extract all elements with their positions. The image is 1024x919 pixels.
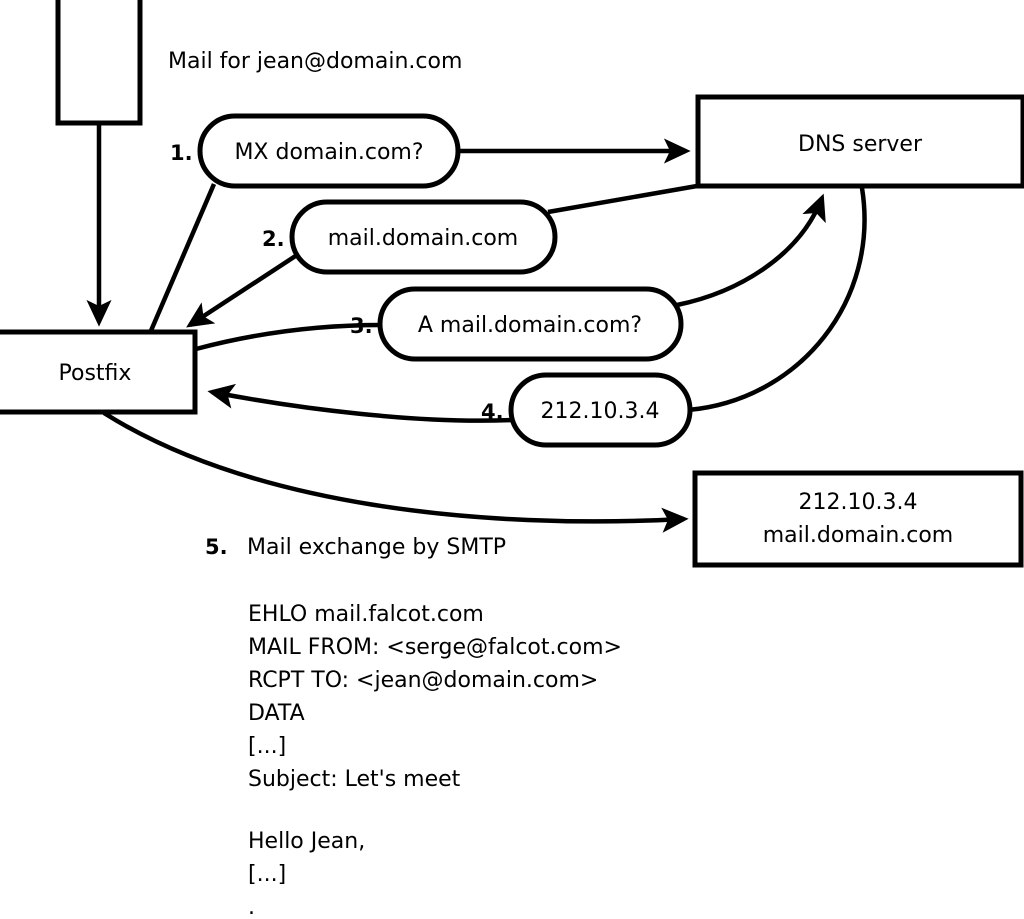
node-postfix-label: Postfix [59, 361, 132, 386]
bubble-step-3 [377, 286, 684, 362]
bubble-step-2 [289, 199, 558, 275]
node-dns-box [695, 94, 1024, 189]
node-mailserver-ip: 212.10.3.4 [799, 490, 918, 515]
transcript-line-9: . [248, 895, 255, 919]
bubble-step-4-label: 212.10.3.4 [541, 399, 660, 424]
transcript-line-1: MAIL FROM: <serge@falcot.com> [248, 635, 622, 660]
step-number-1: 1. [170, 141, 193, 165]
transcript-line-7: Hello Jean, [248, 829, 365, 854]
edge-dns-to-bubble4 [687, 187, 867, 413]
bubble-step-1-label: MX domain.com? [234, 140, 423, 165]
transcript-line-2: RCPT TO: <jean@domain.com> [248, 668, 598, 693]
node-mailserver-box [692, 470, 1024, 568]
step-number-2: 2. [262, 227, 285, 251]
transcript-line-3: DATA [248, 701, 305, 726]
bubble-step-3-label: A mail.domain.com? [418, 313, 642, 338]
bubble-step-4 [508, 372, 693, 448]
step-number-5: 5. [205, 535, 228, 559]
bubble-step-2-label: mail.domain.com [328, 226, 519, 251]
edge-postfix-to-mailserver [102, 411, 689, 533]
edge-postfix-to-bubble3 [195, 322, 382, 352]
edge-postfix-to-bubble1 [147, 183, 217, 334]
node-sender-box [55, 0, 143, 126]
bubble-step-1 [197, 113, 461, 189]
node-postfix-box [0, 329, 198, 415]
transcript-line-5: Subject: Let's meet [248, 767, 461, 792]
node-mailserver-host: mail.domain.com [763, 523, 954, 548]
transcript-line-8: [...] [248, 862, 286, 887]
mail-for-label: Mail for jean@domain.com [168, 49, 462, 74]
edge-bubble2-to-postfix [186, 253, 299, 328]
step-number-4: 4. [481, 400, 504, 424]
transcript-line-0: EHLO mail.falcot.com [248, 602, 484, 627]
edge-dns-to-bubble2 [547, 183, 698, 215]
transcript-line-4: [...] [248, 734, 286, 759]
edge-bubble3-to-dns [676, 193, 826, 308]
step-number-3: 3. [350, 314, 373, 338]
edge-bubble4-to-postfix [207, 383, 513, 423]
step-5-label: Mail exchange by SMTP [247, 535, 506, 560]
node-dns-label: DNS server [798, 132, 923, 157]
